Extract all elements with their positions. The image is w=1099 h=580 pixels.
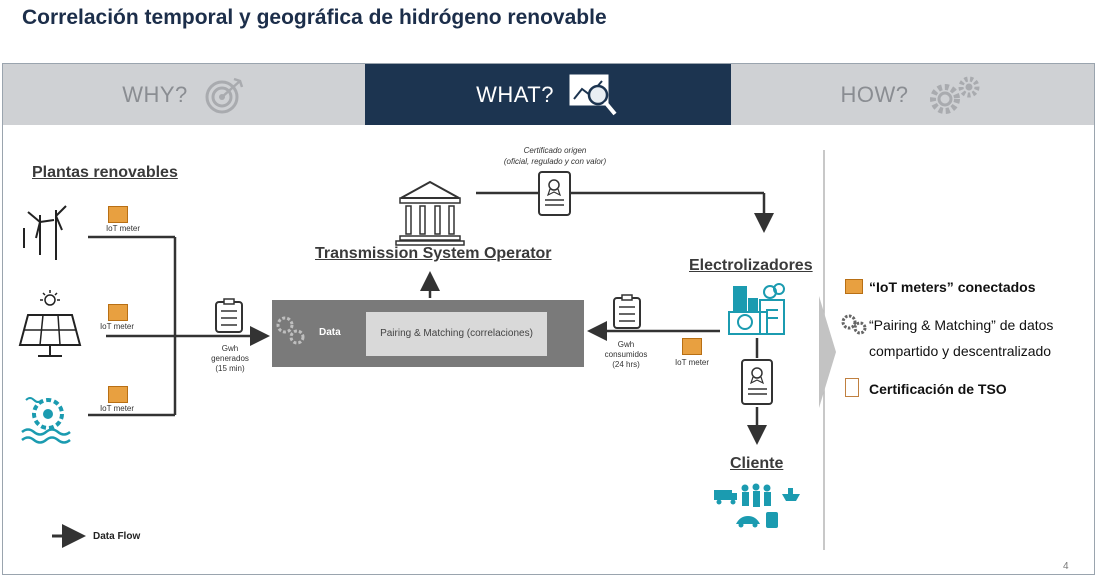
- gwh-consumidos-line-2: consumidos: [604, 350, 648, 359]
- gwh-generados-caption: Gwh generados (15 min): [200, 344, 260, 374]
- gwh-consumidos-line-3: (24 hrs): [612, 360, 640, 369]
- certificado-line-1: Certificado origen: [523, 146, 587, 155]
- cliente-label: Cliente: [730, 455, 784, 472]
- page-number: 4: [1063, 561, 1069, 572]
- tab-what-label: WHAT?: [476, 81, 554, 107]
- flow-diagram: [18, 150, 836, 550]
- pairing-box: [366, 312, 547, 356]
- legend-pairing-line-1: “Pairing & Matching” de datos: [869, 317, 1054, 333]
- page-title: Correlación temporal y geográfica de hid…: [22, 6, 607, 29]
- solar-panel-icon: [18, 290, 82, 357]
- iot-meter-label: IoT meter: [99, 404, 135, 413]
- hydro-turbine-icon: [21, 397, 71, 444]
- certificate-icon: [538, 171, 571, 216]
- iot-meter-icon: [682, 338, 702, 355]
- legend-certificacion: Certificación de TSO: [869, 381, 1007, 397]
- checklist-icon: [613, 294, 641, 329]
- target-icon: [202, 75, 246, 115]
- data-label: Data: [319, 327, 341, 338]
- content-frame: [2, 63, 1095, 575]
- iot-meter-label: IoT meter: [674, 358, 710, 367]
- electrolizadores-label: Electrolizadores: [689, 257, 813, 274]
- iot-meter-icon: [845, 279, 863, 294]
- tab-how[interactable]: HOW?: [731, 64, 1094, 125]
- gwh-generados-line-2: generados: [211, 354, 249, 363]
- iot-meter-label: IoT meter: [99, 322, 135, 331]
- data-gear-icon: [276, 316, 305, 345]
- chevron-arrow: [819, 296, 836, 408]
- plantas-renovables-label: Plantas renovables: [32, 164, 178, 181]
- certificate-icon: [741, 359, 773, 405]
- gwh-generados-line-1: Gwh: [221, 344, 239, 353]
- tab-what[interactable]: WHAT?: [365, 64, 731, 125]
- certificado-line-2: (oficial, regulado y con valor): [503, 157, 607, 166]
- gears-icon: [840, 313, 868, 340]
- legend-pairing-line-2: compartido y descentralizado: [869, 343, 1052, 359]
- iot-meter-icon: [108, 386, 128, 403]
- gwh-generados-line-3: (15 min): [215, 364, 245, 373]
- data-flow-label: Data Flow: [93, 531, 141, 542]
- building-icon: [395, 180, 465, 246]
- tab-how-label: HOW?: [840, 81, 909, 107]
- certificado-caption: Certificado origen (oficial, regulado y …: [470, 145, 640, 167]
- factory-icon: [728, 283, 785, 335]
- tso-label: Transmission System Operator: [315, 245, 552, 262]
- gwh-consumidos-line-1: Gwh: [617, 340, 635, 349]
- iot-meter-icon: [108, 206, 128, 223]
- tab-why[interactable]: WHY?: [3, 64, 365, 125]
- tab-why-label: WHY?: [122, 81, 188, 107]
- gears-icon: [923, 73, 985, 117]
- iot-meter-icon: [108, 304, 128, 321]
- certificate-icon: [845, 378, 859, 397]
- pairing-label: Pairing & Matching (correlaciones): [380, 328, 533, 339]
- wind-turbine-icon: [23, 205, 67, 260]
- gwh-consumidos-caption: Gwh consumidos (24 hrs): [596, 340, 656, 370]
- client-icons: [714, 483, 800, 528]
- checklist-icon: [215, 298, 243, 333]
- analysis-icon: [568, 71, 620, 119]
- iot-meter-label: IoT meter: [105, 224, 141, 233]
- legend-iot-meters: “IoT meters” conectados: [869, 279, 1036, 295]
